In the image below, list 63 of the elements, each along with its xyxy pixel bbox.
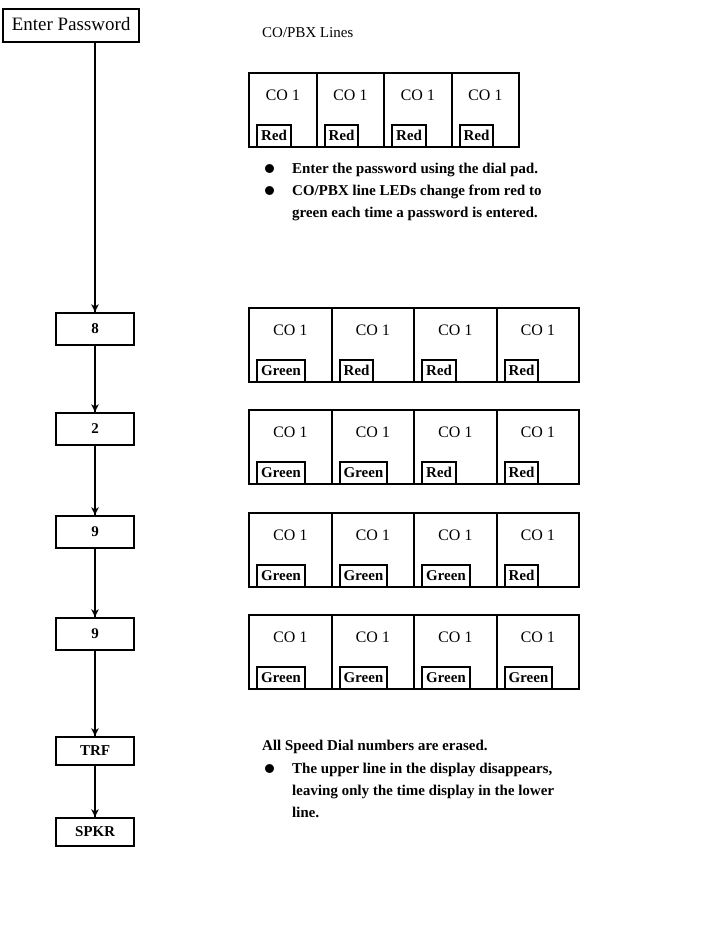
led-indicator: Red bbox=[504, 461, 540, 483]
led-indicator: Red bbox=[421, 359, 457, 381]
step-box: 9 bbox=[55, 515, 135, 549]
line-label: CO 1 bbox=[520, 323, 555, 339]
step-box: 9 bbox=[55, 617, 135, 651]
led-indicator: Green bbox=[421, 666, 471, 688]
line-label: CO 1 bbox=[266, 88, 300, 104]
arrow bbox=[91, 651, 99, 736]
led-panel bbox=[248, 307, 580, 383]
line-label: CO 1 bbox=[520, 630, 555, 646]
led-indicator: Green bbox=[421, 564, 471, 586]
line-label: CO 1 bbox=[438, 323, 472, 339]
led-indicator: Red bbox=[504, 359, 540, 381]
led-panel bbox=[248, 409, 580, 485]
led-indicator: Red bbox=[256, 124, 292, 146]
led-indicator: Red bbox=[391, 124, 427, 146]
line-label: CO 1 bbox=[273, 425, 308, 441]
step-box: 8 bbox=[55, 312, 135, 346]
bullet-note: CO/PBX line LEDs change from red to green each time a password is entered. bbox=[292, 182, 542, 223]
led-indicator: Green bbox=[338, 461, 388, 483]
line-label: CO 1 bbox=[356, 425, 390, 441]
led-indicator: Green bbox=[256, 666, 306, 688]
led-indicator: Green bbox=[504, 666, 554, 688]
bullet-note: The upper line in the display disappears, leaving only the time display in the lower line. bbox=[292, 760, 555, 823]
line-label: CO 1 bbox=[438, 528, 472, 544]
led-indicator: Red bbox=[338, 359, 374, 381]
arrow bbox=[91, 346, 99, 412]
led-indicator: Green bbox=[256, 359, 306, 381]
arrow bbox=[91, 43, 99, 312]
note-text: CO/PBX Lines bbox=[262, 24, 354, 43]
led-indicator: Green bbox=[338, 666, 388, 688]
line-label: CO 1 bbox=[400, 88, 435, 104]
line-label: CO 1 bbox=[520, 528, 555, 544]
led-indicator: Red bbox=[458, 124, 494, 146]
line-label: CO 1 bbox=[333, 88, 368, 104]
arrow bbox=[91, 549, 99, 617]
line-label: CO 1 bbox=[356, 528, 390, 544]
led-panel bbox=[248, 512, 580, 588]
line-label: CO 1 bbox=[273, 323, 308, 339]
arrow bbox=[91, 446, 99, 515]
led-indicator: Green bbox=[256, 564, 306, 586]
line-label: CO 1 bbox=[468, 88, 502, 104]
line-label: CO 1 bbox=[273, 528, 308, 544]
led-indicator: Green bbox=[338, 564, 388, 586]
note-text: All Speed Dial numbers are erased. bbox=[262, 737, 489, 756]
step-box: SPKR bbox=[55, 817, 135, 847]
led-indicator: Red bbox=[421, 461, 457, 483]
led-indicator: Red bbox=[324, 124, 360, 146]
line-label: CO 1 bbox=[356, 630, 390, 646]
line-label: CO 1 bbox=[438, 425, 472, 441]
line-label: CO 1 bbox=[438, 630, 472, 646]
bullet-note: Enter the password using the dial pad. bbox=[292, 160, 540, 179]
step-box: Enter Password bbox=[2, 8, 140, 43]
arrow bbox=[91, 766, 99, 817]
line-label: CO 1 bbox=[273, 630, 308, 646]
step-box: TRF bbox=[55, 736, 135, 766]
led-indicator: Green bbox=[256, 461, 306, 483]
line-label: CO 1 bbox=[520, 425, 555, 441]
line-label: CO 1 bbox=[356, 323, 390, 339]
led-panel bbox=[248, 72, 520, 148]
step-box: 2 bbox=[55, 412, 135, 446]
led-panel bbox=[248, 614, 580, 690]
led-indicator: Red bbox=[504, 564, 540, 586]
